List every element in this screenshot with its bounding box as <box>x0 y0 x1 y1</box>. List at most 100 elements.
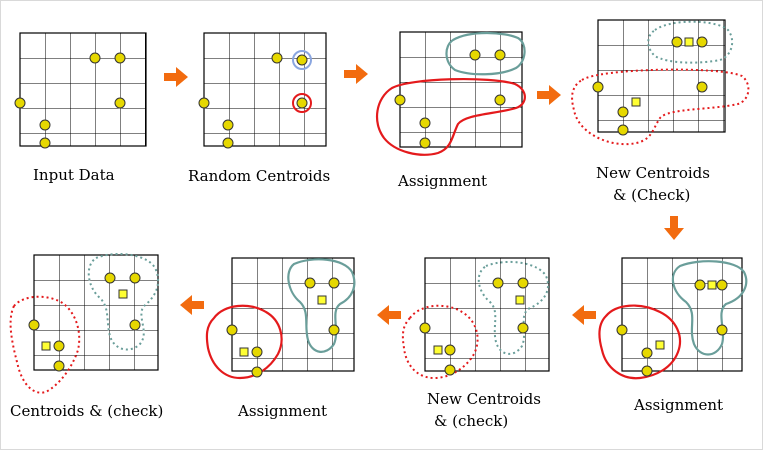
grid <box>597 19 726 133</box>
data-point <box>222 137 234 149</box>
left-arrow-icon <box>377 305 401 325</box>
centroid-marker <box>684 37 694 47</box>
data-point <box>419 117 431 129</box>
data-point <box>198 97 210 109</box>
data-point <box>222 119 234 131</box>
centroid-marker <box>631 97 641 107</box>
label-new-centroids-2-line2: & (check) <box>434 412 508 430</box>
centroid-marker <box>655 340 665 350</box>
centroid-marker <box>41 341 51 351</box>
label-random-centroids: Random Centroids <box>188 167 330 185</box>
centroid-ring-blue <box>292 50 312 70</box>
data-point <box>492 277 504 289</box>
grid <box>399 31 523 148</box>
data-point <box>28 319 40 331</box>
data-point <box>104 272 116 284</box>
data-point <box>251 346 263 358</box>
panel-assignment-1: Assignment <box>375 31 526 190</box>
cluster-teal-outline <box>647 20 734 64</box>
data-point <box>444 344 456 356</box>
label-new-centroids-2-line1: New Centroids <box>427 390 541 408</box>
centroid-marker <box>433 345 443 355</box>
left-arrow-icon <box>572 305 596 325</box>
label-new-centroids-line1: New Centroids <box>596 164 710 182</box>
data-point <box>494 49 506 61</box>
right-arrow-icon <box>344 64 368 84</box>
panel-centroids-check: Centroids & (check) <box>9 253 163 420</box>
label-centroids-check: Centroids & (check) <box>10 402 163 420</box>
data-point <box>129 272 141 284</box>
grid <box>203 32 327 147</box>
data-point <box>296 54 308 66</box>
cluster-teal-outline <box>287 258 356 353</box>
data-point <box>694 279 706 291</box>
data-point <box>14 97 26 109</box>
panel-new-centroids-2: New Centroids & (check) <box>401 257 550 430</box>
label-assignment-1: Assignment <box>397 172 487 190</box>
data-point <box>696 36 708 48</box>
data-point <box>114 52 126 64</box>
cluster-red-outline <box>401 304 479 380</box>
data-point <box>39 137 51 149</box>
down-arrow-icon <box>664 216 684 240</box>
data-point <box>641 347 653 359</box>
data-point <box>39 119 51 131</box>
data-point <box>641 365 653 377</box>
data-point <box>394 94 406 106</box>
data-point <box>716 324 728 336</box>
cluster-red-outline <box>598 304 682 380</box>
data-point <box>444 364 456 376</box>
left-arrow-icon <box>180 295 204 315</box>
data-point <box>251 366 263 378</box>
label-input-data: Input Data <box>33 166 115 184</box>
data-point <box>517 277 529 289</box>
data-point <box>592 81 604 93</box>
grid <box>19 32 147 147</box>
data-point <box>696 81 708 93</box>
data-point <box>716 279 728 291</box>
cluster-red-outline <box>9 295 81 394</box>
centroid-marker <box>707 280 717 290</box>
data-point <box>517 322 529 334</box>
data-point <box>419 137 431 149</box>
data-point <box>617 106 629 118</box>
data-point <box>114 97 126 109</box>
cluster-red-outline <box>571 68 750 146</box>
cluster-teal-outline <box>477 260 549 355</box>
data-point <box>419 322 431 334</box>
data-point <box>271 52 283 64</box>
grid <box>424 257 550 372</box>
label-assignment-3: Assignment <box>237 402 327 420</box>
data-point <box>129 319 141 331</box>
panel-random-centroids: Random Centroids <box>188 32 330 185</box>
grid <box>621 257 743 372</box>
label-assignment-2: Assignment <box>633 396 723 414</box>
cluster-red-outline <box>375 77 526 156</box>
data-point <box>616 324 628 336</box>
grid <box>33 254 159 371</box>
centroid-marker <box>118 289 128 299</box>
centroid-ring-red <box>292 93 312 113</box>
panel-assignment-3: Assignment <box>205 257 356 420</box>
data-point <box>53 340 65 352</box>
data-point <box>53 360 65 372</box>
cluster-teal-outline <box>445 31 526 76</box>
data-point <box>226 324 238 336</box>
centroid-marker <box>515 295 525 305</box>
data-point <box>617 124 629 136</box>
panel-assignment-2: Assignment <box>598 257 748 414</box>
right-arrow-icon <box>537 85 561 105</box>
label-new-centroids-line2: & (Check) <box>613 186 690 204</box>
centroid-marker <box>239 347 249 357</box>
panel-input-data: Input Data <box>14 32 147 184</box>
data-point <box>469 49 481 61</box>
data-point <box>671 36 683 48</box>
data-point <box>328 277 340 289</box>
right-arrow-icon <box>164 67 188 87</box>
panel-new-centroids-1: New Centroids & (Check) <box>571 19 750 204</box>
cluster-teal-outline <box>671 260 748 356</box>
data-point <box>89 52 101 64</box>
data-point <box>304 277 316 289</box>
centroid-marker <box>317 295 327 305</box>
